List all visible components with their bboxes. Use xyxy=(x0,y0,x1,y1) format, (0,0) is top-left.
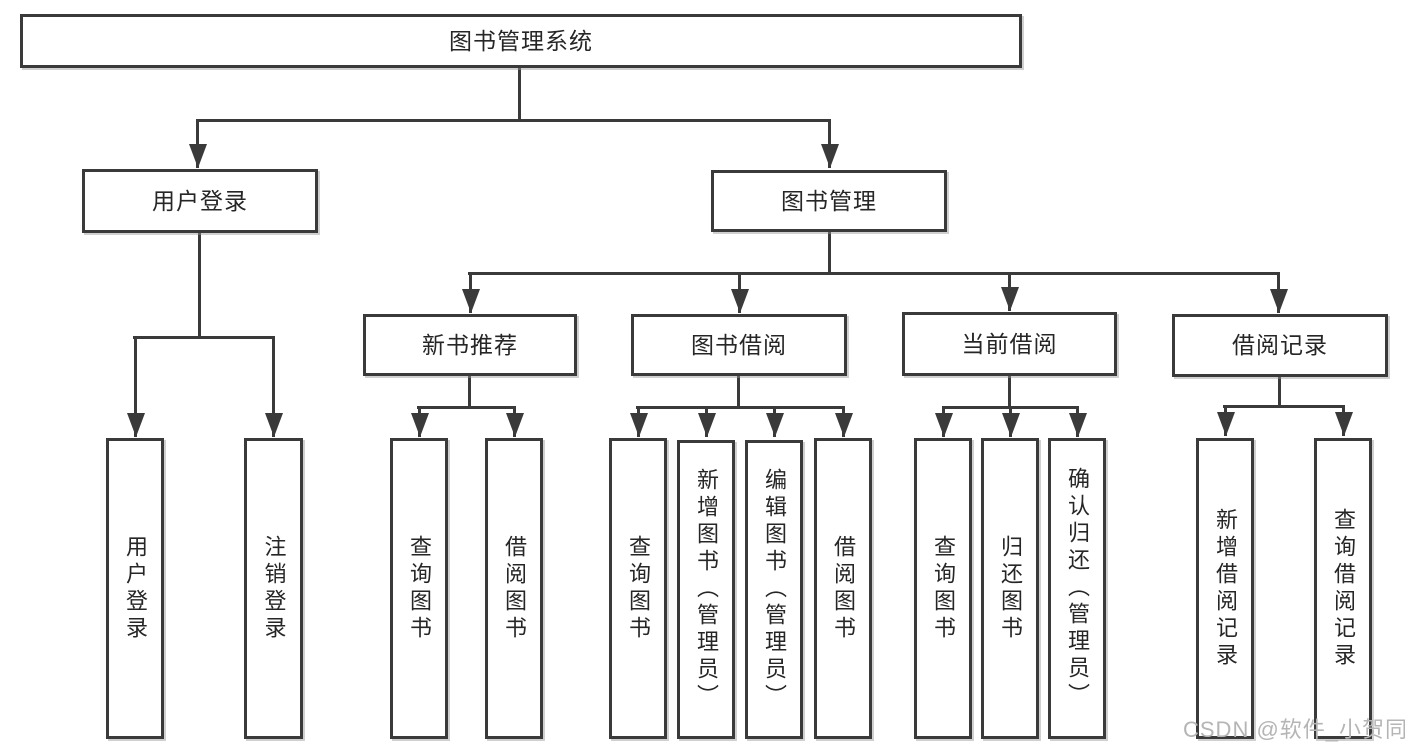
node-borrowing-records: 借阅记录 xyxy=(1172,314,1388,377)
node-label: 注销登录 xyxy=(261,534,287,643)
connector-line xyxy=(417,406,515,409)
connector-line xyxy=(737,376,740,409)
node-user-login: 用户登录 xyxy=(82,169,318,233)
node-label: 图书管理系统 xyxy=(449,27,593,54)
node-label: 查询图书 xyxy=(407,534,432,643)
node-library-system: 图书管理系统 xyxy=(20,14,1022,68)
connector-arrow-down xyxy=(765,406,784,437)
node-label: 查询图书 xyxy=(931,534,956,643)
connector-line xyxy=(198,233,201,339)
leaf-query-books-borrowing: 查询图书 xyxy=(609,438,667,739)
connector-arrow-down xyxy=(505,406,524,437)
connector-arrow-down xyxy=(1334,405,1353,436)
node-label: 借阅记录 xyxy=(1232,332,1328,358)
connector-line xyxy=(518,68,521,122)
node-label: 查询借阅记录 xyxy=(1331,507,1356,670)
connector-arrow-down xyxy=(697,406,716,437)
connector-line xyxy=(196,119,830,122)
connector-arrow-down xyxy=(410,406,429,437)
node-label: 确认归还（管理员） xyxy=(1065,467,1090,710)
connector-line xyxy=(828,232,831,275)
connector-arrow-down xyxy=(934,406,953,437)
connector-line xyxy=(468,272,1279,275)
leaf-query-books-current: 查询图书 xyxy=(914,438,972,739)
connector-line xyxy=(133,336,274,339)
leaf-query-borrow-record: 查询借阅记录 xyxy=(1314,438,1372,739)
node-label: 借阅图书 xyxy=(502,534,527,643)
connector-line xyxy=(1278,377,1281,408)
node-label: 新增图书（管理员） xyxy=(694,468,719,711)
node-label: 借阅图书 xyxy=(831,534,856,643)
connector-arrow-down xyxy=(264,336,283,437)
connector-line xyxy=(1223,405,1344,408)
node-book-management: 图书管理 xyxy=(711,170,947,232)
leaf-user-login: 用户登录 xyxy=(106,438,164,739)
node-label: 图书借阅 xyxy=(691,331,787,358)
node-label: 用户登录 xyxy=(152,187,248,214)
connector-line xyxy=(636,406,844,409)
leaf-logout-login: 注销登录 xyxy=(244,438,303,739)
node-label: 编辑图书（管理员） xyxy=(762,468,787,711)
node-label: 当前借阅 xyxy=(961,330,1058,357)
connector-arrow-down xyxy=(461,272,480,313)
node-label: 图书管理 xyxy=(781,187,877,214)
connector-line xyxy=(468,376,471,409)
connector-arrow-down xyxy=(1068,406,1087,437)
leaf-borrow-books-borrowing: 借阅图书 xyxy=(814,438,872,739)
leaf-borrow-books-recommend: 借阅图书 xyxy=(485,438,543,739)
connector-arrow-down xyxy=(1000,272,1019,311)
node-label: 归还图书 xyxy=(998,534,1023,643)
connector-line xyxy=(1008,376,1011,409)
node-new-book-recommend: 新书推荐 xyxy=(363,314,577,376)
node-current-borrowing: 当前借阅 xyxy=(902,312,1117,376)
leaf-confirm-return-admin: 确认归还（管理员） xyxy=(1048,438,1106,739)
node-book-borrowing: 图书借阅 xyxy=(631,314,847,376)
node-label: 新增借阅记录 xyxy=(1213,507,1238,670)
connector-arrow-down xyxy=(126,336,145,437)
connector-arrow-down xyxy=(820,119,839,168)
leaf-edit-books-admin: 编辑图书（管理员） xyxy=(745,440,803,739)
node-label: 新书推荐 xyxy=(422,331,518,358)
leaf-add-books-admin: 新增图书（管理员） xyxy=(677,440,735,739)
connector-arrow-down xyxy=(188,119,207,168)
connector-arrow-down xyxy=(1216,405,1235,436)
leaf-add-borrow-record: 新增借阅记录 xyxy=(1196,438,1254,739)
connector-arrow-down xyxy=(834,406,853,437)
connector-arrow-down xyxy=(1001,406,1020,437)
csdn-watermark: CSDN @软件_小贺同学 xyxy=(1183,717,1405,742)
connector-arrow-down xyxy=(1269,272,1288,313)
node-label: 用户登录 xyxy=(123,534,148,643)
node-label: 查询图书 xyxy=(626,534,651,643)
connector-arrow-down xyxy=(629,406,648,437)
leaf-query-books-recommend: 查询图书 xyxy=(390,438,448,739)
leaf-return-books: 归还图书 xyxy=(981,438,1039,739)
connector-arrow-down xyxy=(730,272,749,313)
